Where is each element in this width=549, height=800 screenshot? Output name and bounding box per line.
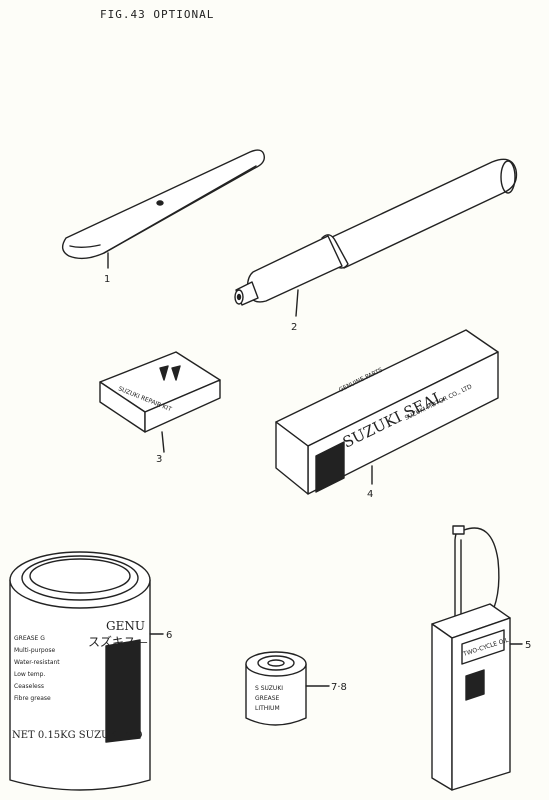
callout-6: 6 [166, 630, 172, 641]
small-can-line-1: S SUZUKI [255, 685, 283, 692]
callout-4: 4 [367, 489, 373, 500]
svg-text:Multi-purpose: Multi-purpose [14, 647, 56, 654]
callout-5: 5 [525, 640, 531, 651]
callout-2: 2 [291, 322, 297, 333]
part-7-8-small-can: S SUZUKI GREASE LITHIUM 7·8 [245, 651, 347, 726]
grease-line-2: スズキス— [88, 634, 148, 649]
callout-1: 1 [104, 274, 110, 285]
part-3-kit-box: SUZUKI REPAIR KIT 3 [99, 351, 221, 465]
svg-text:Fibre grease: Fibre grease [14, 695, 51, 702]
part-5-oil-can: TWO-CYCLE OIL 5 [431, 525, 531, 791]
svg-text:Water-resistant: Water-resistant [14, 659, 60, 666]
svg-text:GREASE: GREASE [255, 695, 280, 702]
part-4-suzuki-seal-box: GENUINE PARTS SUZUKI SEAL SUZUKI MOTOR C… [275, 329, 499, 500]
svg-text:Ceaseless: Ceaseless [14, 683, 44, 690]
page-title: FIG.43 OPTIONAL [100, 8, 215, 21]
part-6-grease-can: GREASE G Multi-purpose Water-resistant L… [9, 551, 172, 791]
part-1-tire-lever: 1 [61, 149, 265, 285]
grease-line-3: GREASE G [14, 635, 45, 642]
grease-bottom: NET 0.15KG SUZUKI MO [12, 730, 143, 741]
svg-text:Low temp.: Low temp. [14, 671, 45, 678]
callout-7-8: 7·8 [331, 682, 347, 693]
part-2-tire-pump: 2 [234, 158, 518, 333]
callout-3: 3 [156, 454, 162, 465]
svg-text:LITHIUM: LITHIUM [255, 705, 280, 712]
grease-line-1: GENU [106, 619, 145, 633]
